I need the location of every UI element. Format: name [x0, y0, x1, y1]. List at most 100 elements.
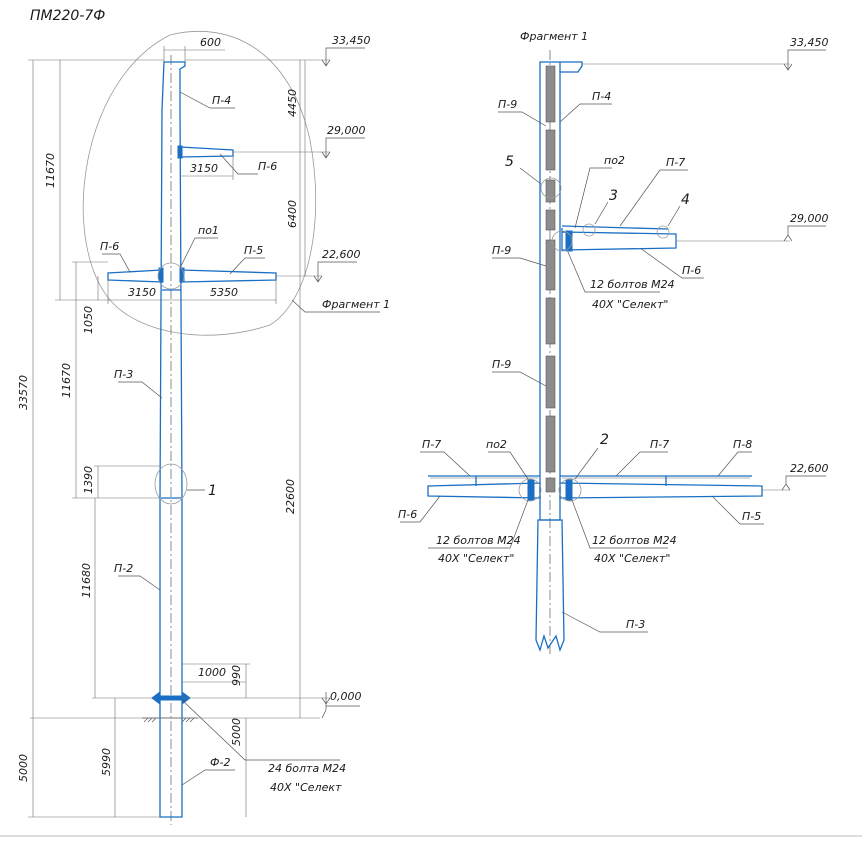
leader-p2 — [118, 575, 161, 591]
fragment-leader-p7-left — [420, 451, 471, 477]
fragment-boundary — [82, 31, 317, 336]
fragment-level-mark-top — [783, 49, 826, 71]
dim-text-6400: 6400 — [286, 200, 299, 228]
leader-p3 — [118, 381, 163, 399]
fragment-upper-brace — [561, 225, 669, 230]
node-po1-circle — [157, 262, 185, 290]
label-p5: П-5 — [244, 244, 263, 257]
label-p2: П-2 — [114, 562, 133, 575]
label-bolts-line1: 24 болта М24 — [268, 762, 346, 775]
drawing-title: ПМ220-7Ф — [30, 8, 105, 24]
fragment-lower-flange-right — [565, 479, 573, 501]
fragment-view: 33,450 29,000 22,600 П-9 П-4 по2 П-7 5 3… — [398, 36, 829, 655]
fragment-level-mark-29 — [783, 225, 826, 242]
fragment-leader-bolts-left — [428, 499, 529, 549]
leader-p6-top — [219, 153, 258, 175]
fragment-label-p3: П-3 — [626, 618, 645, 631]
level-ground: 0,000 — [330, 690, 362, 703]
level-mark-22 — [313, 261, 357, 283]
level-top: 33,450 — [332, 34, 371, 47]
fragment-lower-arm-right — [559, 482, 763, 499]
dim-text-600: 600 — [200, 36, 221, 49]
label-bolts-line2: 40Х "Селект — [270, 781, 342, 794]
fragment-leader-po2-top — [574, 167, 612, 229]
dim-text-11670-top: 11670 — [44, 153, 57, 188]
dim-text-5000-left: 5000 — [17, 754, 30, 782]
dim-text-1390: 1390 — [82, 466, 95, 494]
fragment-leader-p4 — [559, 103, 612, 123]
fragment-label-p6-left: П-6 — [398, 508, 417, 521]
fragment-bolts-left-line2: 40Х "Селект" — [438, 552, 514, 565]
dim-text-3150-left: 3150 — [128, 286, 156, 299]
stiffener-1 — [545, 65, 556, 123]
stiffener-5 — [545, 239, 556, 291]
stiffener-8 — [545, 415, 556, 473]
dim-text-5000-right: 5000 — [230, 718, 243, 746]
leader-p6-left — [102, 253, 131, 273]
fragment-label-p9-mid: П-9 — [492, 244, 511, 257]
leader-po1 — [179, 237, 218, 269]
node-3 — [582, 223, 596, 237]
lower-arm-left — [107, 269, 163, 283]
dim-text-3150-top: 3150 — [190, 162, 218, 175]
level-lower-arm: 22,600 — [322, 248, 361, 261]
fragment-level-mark-22 — [781, 475, 826, 491]
label-p6-top: П-6 — [258, 160, 277, 173]
leader-p5 — [229, 257, 265, 275]
fragment-label-callout-2: 2 — [600, 432, 609, 448]
dim-text-4450: 4450 — [286, 89, 299, 117]
node-4 — [656, 225, 670, 239]
stiffener-6 — [545, 297, 556, 345]
dim-text-5350: 5350 — [210, 286, 238, 299]
fragment-label-p7-left: П-7 — [422, 438, 441, 451]
fragment-leader-p7-top — [619, 169, 688, 227]
ground-hatch — [143, 717, 195, 723]
fragment-level-upper-arm: 29,000 — [790, 212, 829, 225]
level-mark-0 — [321, 692, 360, 719]
fragment-label-callout-4: 4 — [681, 192, 690, 208]
fragment-label-p7-right: П-7 — [650, 438, 669, 451]
fragment-bolts-upper-line2: 40Х "Селект" — [592, 298, 668, 311]
fragment-leader-2 — [574, 447, 599, 480]
fragment-leader-p9-low — [492, 371, 547, 387]
fragment-label-p8: П-8 — [733, 438, 752, 451]
label-p4: П-4 — [212, 94, 231, 107]
fragment-label-callout-5: 5 — [505, 154, 514, 170]
fragment-leader-4 — [667, 205, 681, 227]
fragment-leader-p7-right — [615, 451, 668, 477]
fragment-leader-5 — [519, 167, 542, 185]
fragment-label-po2-top: по2 — [604, 154, 625, 167]
fragment-mast-lower — [535, 519, 565, 653]
stiffener-7 — [545, 355, 556, 409]
leader-p4 — [179, 91, 235, 109]
dim-text-22600: 22600 — [284, 479, 297, 514]
node-po2-upper — [551, 230, 573, 252]
label-f2: Ф-2 — [210, 756, 230, 769]
label-p3: П-3 — [114, 368, 133, 381]
fragment-bolts-right-line2: 40Х "Селект" — [594, 552, 670, 565]
fragment-leader-po2-lower — [488, 451, 529, 480]
fragment-bolts-upper-line1: 12 болтов М24 — [590, 278, 675, 291]
fragment-bolts-right-line1: 12 болтов М24 — [592, 534, 677, 547]
leader-f2 — [181, 769, 235, 786]
fragment-label-p9-top: П-9 — [498, 98, 517, 111]
fragment-leader-p6-right — [639, 247, 704, 279]
dim-text-990: 990 — [230, 665, 243, 686]
upper-arm-flange — [177, 145, 183, 159]
fragment-leader-p9-top — [498, 111, 547, 127]
fragment-title: Фрагмент 1 — [520, 30, 588, 43]
node-po2-lower — [518, 478, 542, 502]
fragment-leader-p5 — [711, 495, 764, 525]
stiffener-3 — [545, 179, 556, 203]
upper-arm — [179, 146, 234, 158]
label-po1: по1 — [198, 224, 219, 237]
fragment-lower-flange-left — [527, 479, 535, 501]
fragment-bolts-left-line1: 12 болтов М24 — [436, 534, 521, 547]
dim-text-11670-mid: 11670 — [60, 363, 73, 398]
fragment-label-p5: П-5 — [742, 510, 761, 523]
fragment-leader-p6-left — [400, 495, 441, 523]
leader-fragment — [291, 299, 380, 313]
fragment-upper-arm — [561, 231, 677, 251]
left-view: 33,450 29,000 22,600 0,000 П-4 П-6 П-6 п… — [17, 31, 390, 825]
fragment-label-p6-right: П-6 — [682, 264, 701, 277]
